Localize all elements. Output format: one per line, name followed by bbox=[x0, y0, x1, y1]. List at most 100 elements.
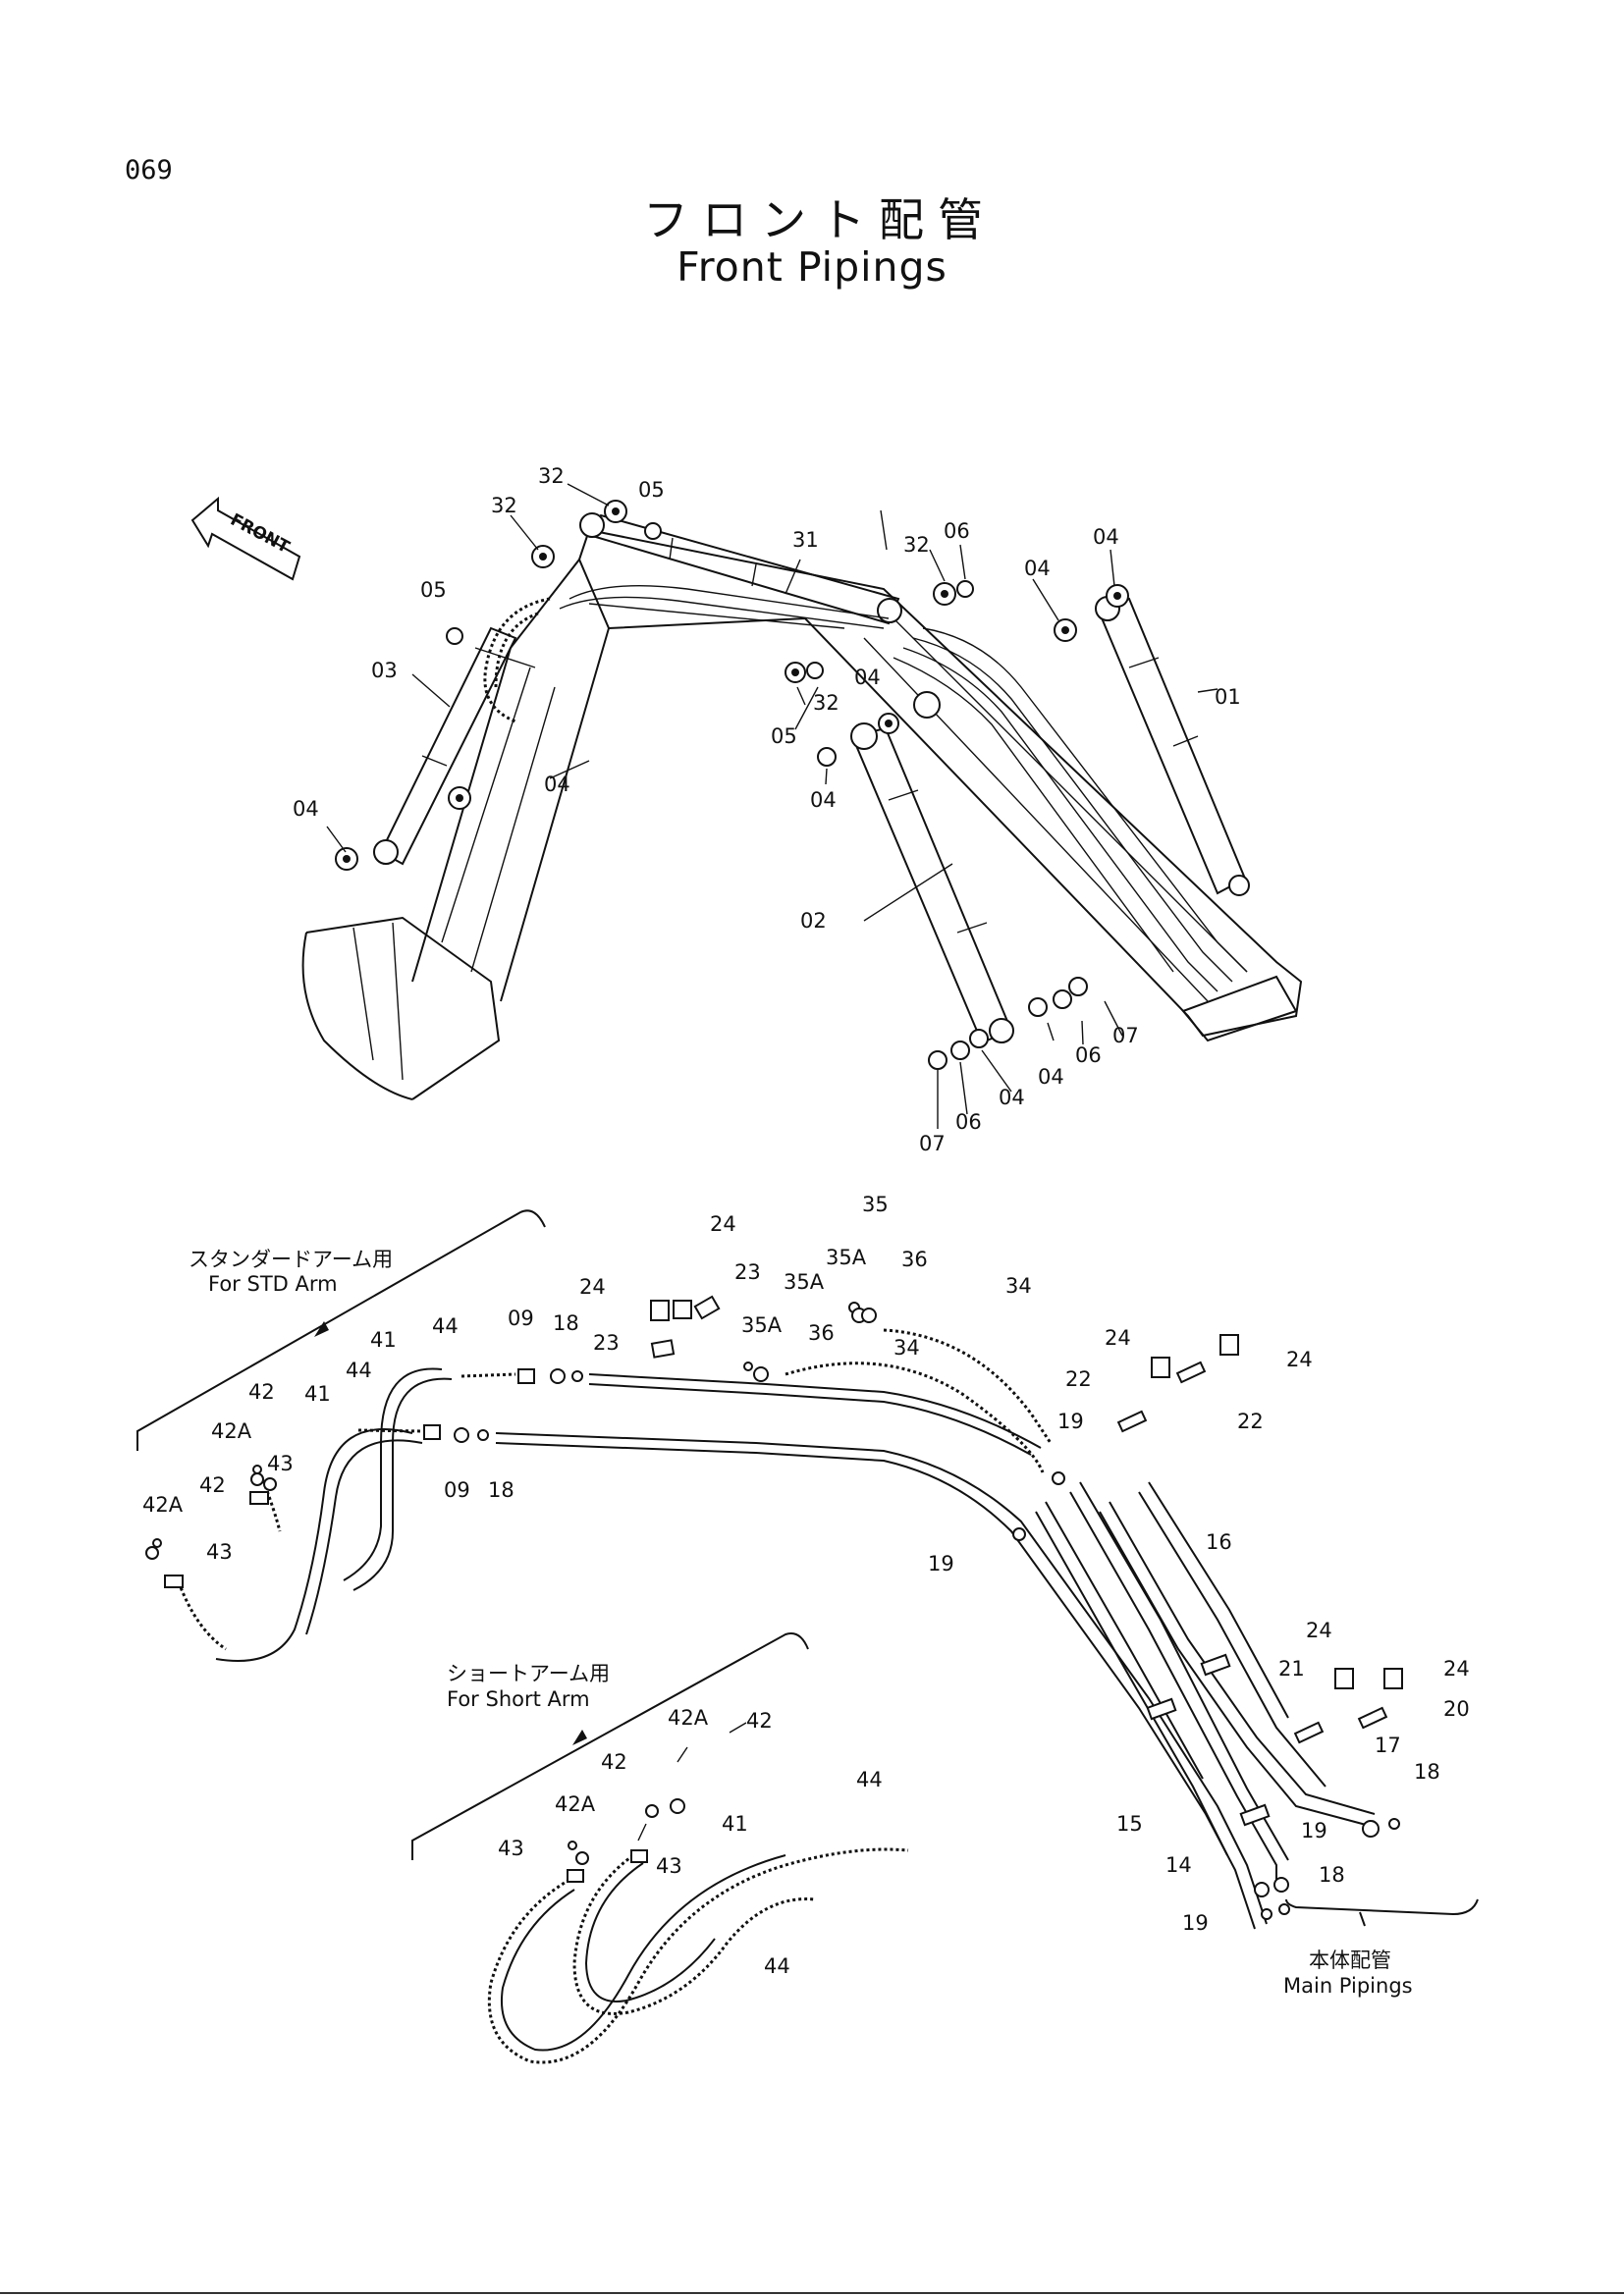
label-24: 24 bbox=[1105, 1326, 1131, 1350]
cylinder-31 bbox=[579, 512, 902, 625]
label-19: 19 bbox=[1301, 1819, 1327, 1842]
brackets-and-bolts bbox=[650, 1295, 1403, 1920]
std-arm-part-numbers: 24 24 23 23 35A 35A 35 35A 36 36 34 34 0… bbox=[142, 1193, 1470, 1935]
label-06: 06 bbox=[1075, 1043, 1102, 1067]
label-17: 17 bbox=[1375, 1734, 1401, 1757]
cylinder-03 bbox=[373, 626, 517, 866]
front-arrow-label: FRONT bbox=[227, 510, 293, 558]
label-18: 18 bbox=[1319, 1863, 1345, 1887]
label-44: 44 bbox=[346, 1359, 372, 1382]
label-02: 02 bbox=[800, 909, 827, 933]
label-04: 04 bbox=[810, 788, 837, 812]
label-09: 09 bbox=[508, 1307, 534, 1330]
std-arm-hoses bbox=[145, 1367, 583, 1662]
short-arm-hoses bbox=[487, 1722, 909, 2064]
label-44: 44 bbox=[856, 1768, 883, 1791]
label-44: 44 bbox=[432, 1314, 459, 1338]
label-36: 36 bbox=[808, 1321, 835, 1345]
label-24: 24 bbox=[579, 1275, 606, 1299]
short-arm-label-jp: ショートアーム用 bbox=[447, 1662, 610, 1685]
short-arm-label-en: For Short Arm bbox=[447, 1687, 590, 1711]
label-24: 24 bbox=[1306, 1619, 1332, 1642]
label-04: 04 bbox=[999, 1086, 1025, 1109]
label-04: 04 bbox=[1038, 1065, 1064, 1089]
label-31: 31 bbox=[792, 528, 819, 552]
label-19: 19 bbox=[928, 1552, 954, 1575]
label-43: 43 bbox=[656, 1854, 682, 1878]
label-24: 24 bbox=[1286, 1348, 1313, 1371]
label-07: 07 bbox=[919, 1132, 946, 1155]
label-18: 18 bbox=[1414, 1760, 1440, 1784]
label-01: 01 bbox=[1215, 685, 1241, 709]
title-english: Front Pipings bbox=[677, 243, 947, 291]
label-04: 04 bbox=[1024, 557, 1051, 580]
label-42A: 42A bbox=[211, 1419, 252, 1443]
label-23: 23 bbox=[593, 1331, 620, 1355]
label-35: 35A bbox=[784, 1270, 825, 1294]
title-japanese: フロント配管 bbox=[643, 193, 997, 246]
label-14: 14 bbox=[1165, 1853, 1192, 1877]
label-05: 05 bbox=[420, 578, 447, 602]
std-arm-group: スタンダードアーム用 For STD Arm bbox=[136, 1209, 546, 1451]
label-04: 04 bbox=[544, 773, 570, 796]
label-04: 04 bbox=[293, 797, 319, 821]
main-pipings-group: 本体配管 Main Pipings bbox=[1283, 1898, 1479, 1998]
label-15: 15 bbox=[1116, 1812, 1143, 1836]
label-35A: 35A bbox=[826, 1246, 867, 1269]
label-43: 43 bbox=[498, 1837, 524, 1860]
label-16: 16 bbox=[1206, 1530, 1232, 1554]
label-43: 43 bbox=[206, 1540, 233, 1564]
short-arm-part-numbers: 42A 42 42 42A 43 43 41 44 44 bbox=[498, 1706, 883, 1978]
label-34: 34 bbox=[893, 1336, 920, 1360]
label-44: 44 bbox=[764, 1954, 790, 1978]
label-42A: 42A bbox=[555, 1792, 596, 1816]
label-22: 22 bbox=[1065, 1367, 1092, 1391]
label-05: 05 bbox=[771, 724, 797, 748]
label-35A: 35A bbox=[741, 1313, 783, 1337]
label-03: 03 bbox=[371, 659, 398, 682]
label-18: 18 bbox=[553, 1311, 579, 1335]
label-06: 06 bbox=[955, 1110, 982, 1134]
label-24: 24 bbox=[1443, 1657, 1470, 1681]
label-20: 20 bbox=[1443, 1697, 1470, 1721]
upper-part-numbers: 32 32 05 31 32 06 04 04 05 03 32 04 05 0… bbox=[293, 464, 1241, 1155]
label-42: 42 bbox=[199, 1473, 226, 1497]
boom-and-arm-outline bbox=[301, 528, 1303, 1100]
label-41: 41 bbox=[722, 1812, 748, 1836]
main-pipe-lines bbox=[495, 1328, 1376, 1930]
label-42: 42 bbox=[248, 1380, 275, 1404]
label-07: 07 bbox=[1112, 1024, 1139, 1047]
label-32: 32 bbox=[491, 494, 517, 517]
page-number: 069 bbox=[125, 155, 173, 186]
label-04: 04 bbox=[1093, 525, 1119, 549]
label-43: 43 bbox=[267, 1452, 294, 1475]
label-06: 06 bbox=[944, 519, 970, 543]
label-41: 41 bbox=[370, 1328, 397, 1352]
upper-washers bbox=[335, 500, 1129, 1070]
label-36: 36 bbox=[901, 1248, 928, 1271]
front-direction-arrow: FRONT bbox=[190, 496, 301, 581]
label-19: 19 bbox=[1182, 1911, 1209, 1935]
bottom-rule bbox=[0, 2292, 1624, 2294]
main-pipings-label-jp: 本体配管 bbox=[1309, 1949, 1391, 1972]
cylinder-01 bbox=[1095, 596, 1250, 896]
label-21: 21 bbox=[1278, 1657, 1305, 1681]
label-04: 04 bbox=[854, 666, 881, 689]
label-42A: 42A bbox=[668, 1706, 709, 1730]
label-22: 22 bbox=[1237, 1410, 1264, 1433]
label-42: 42 bbox=[601, 1750, 627, 1774]
label-34: 34 bbox=[1005, 1274, 1032, 1298]
label-32: 32 bbox=[538, 464, 565, 488]
label-05: 05 bbox=[638, 478, 665, 502]
std-arm-label-jp: スタンダードアーム用 bbox=[189, 1248, 393, 1271]
label-09: 09 bbox=[444, 1478, 470, 1502]
boom-pipes bbox=[483, 584, 1248, 992]
label-32: 32 bbox=[813, 691, 839, 715]
label-23: 23 bbox=[734, 1260, 761, 1284]
label-41: 41 bbox=[304, 1382, 331, 1406]
main-pipings-label-en: Main Pipings bbox=[1283, 1974, 1413, 1998]
std-arm-label-en: For STD Arm bbox=[208, 1272, 338, 1296]
cylinder-02 bbox=[850, 722, 1014, 1044]
label-24: 24 bbox=[710, 1212, 736, 1236]
